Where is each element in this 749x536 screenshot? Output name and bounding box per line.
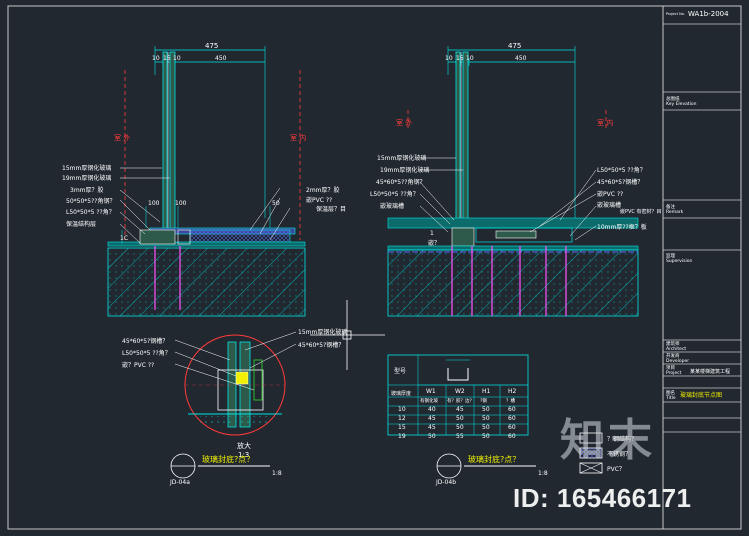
left-section-drawing [107,46,306,317]
right-section-drawing [387,46,639,317]
title-block-frame [662,6,741,529]
legend-swatches [579,432,603,474]
sheet-border [7,5,742,530]
spec-table-frame [387,354,529,436]
watermark-id: ID: 165466171 [513,483,692,513]
caption-symbols [170,453,536,479]
watermark-logo: 知末 [560,415,656,466]
detail-enlargement [174,300,385,436]
